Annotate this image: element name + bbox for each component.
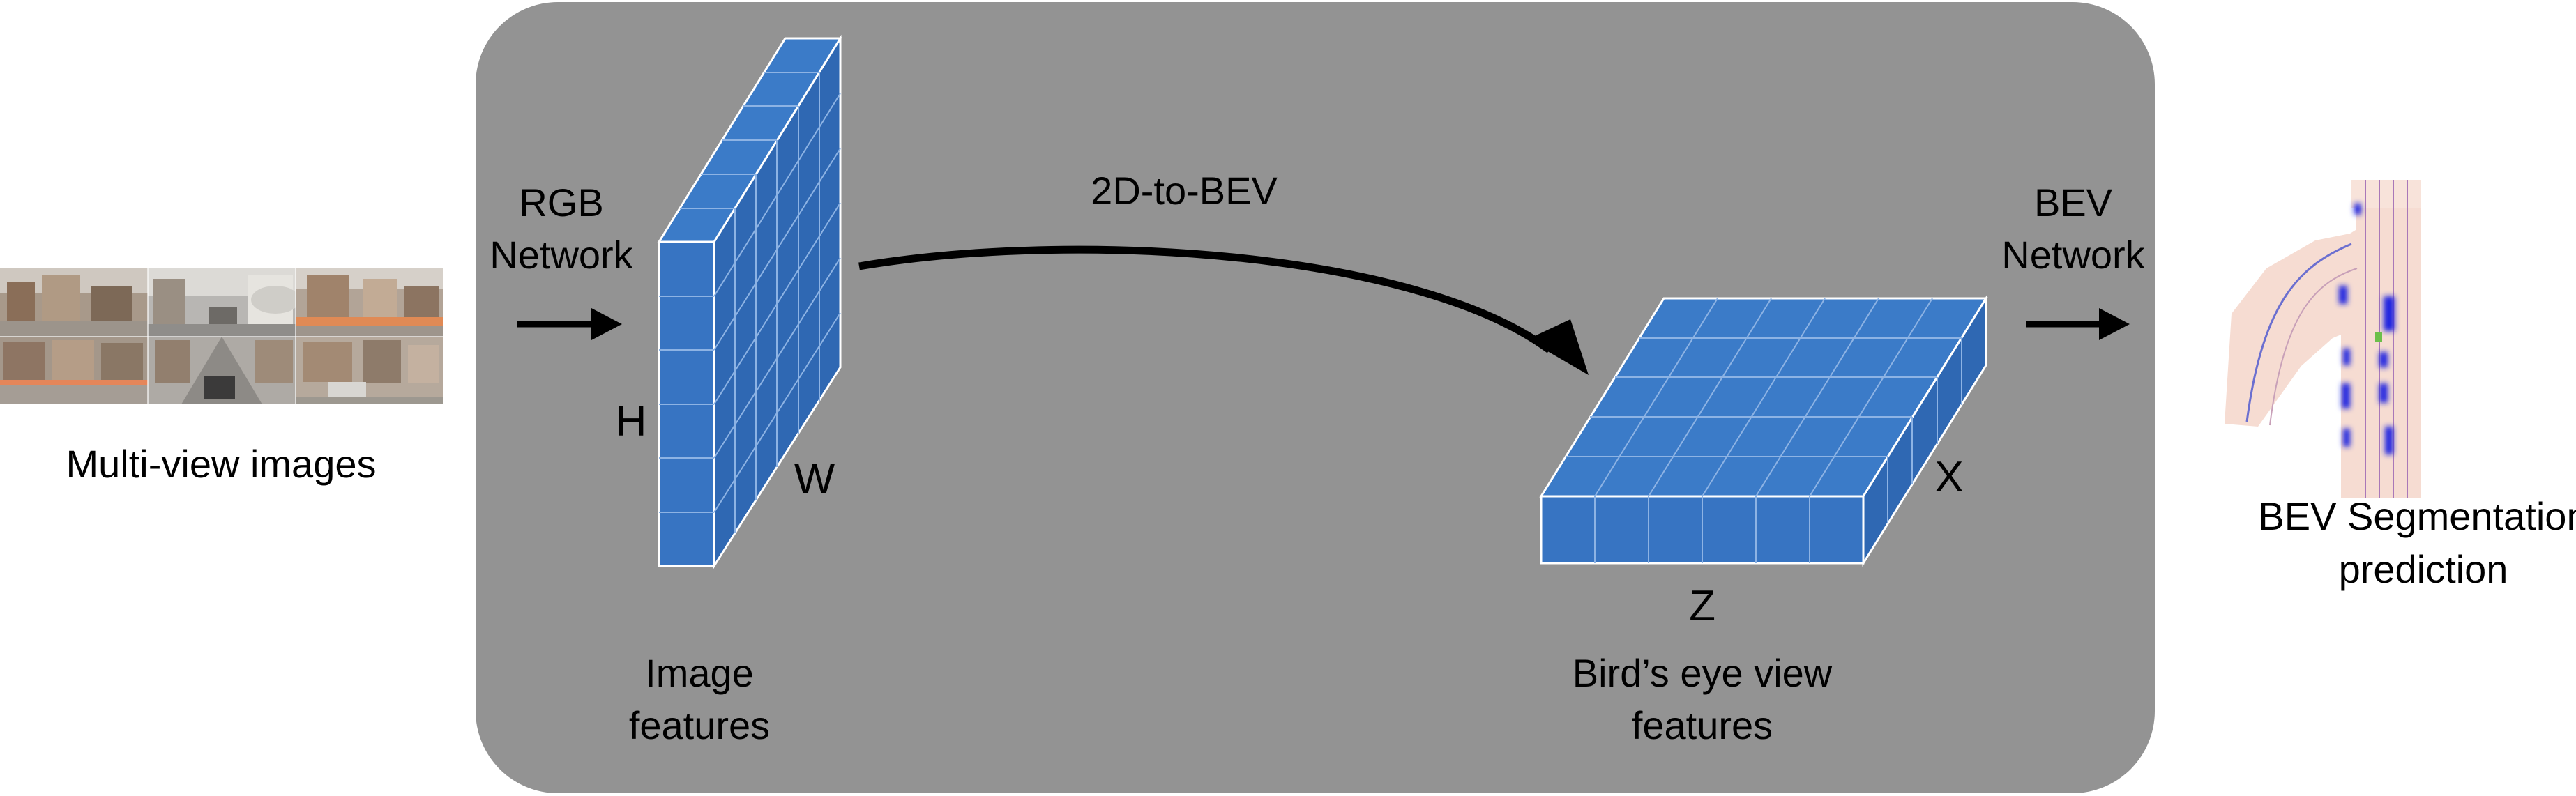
- bev-features-tensor: [1539, 294, 1988, 567]
- image-features-dim-h: H: [616, 397, 647, 445]
- bev-network-label-line2: Network: [2001, 233, 2145, 277]
- camera-view-front-right: [296, 268, 443, 337]
- image-features-tensor: [657, 34, 842, 570]
- rgb-network-label-line2: Network: [490, 233, 633, 277]
- bev-features-side-face: [1862, 294, 1987, 567]
- bev-network-arrow: [2026, 308, 2130, 340]
- bev-features-dim-z: Z: [1689, 582, 1715, 630]
- bev-network-label-line1: BEV: [2034, 181, 2113, 224]
- bev-segmentation-map: [2225, 180, 2421, 498]
- image-features-dim-w: W: [794, 455, 835, 503]
- bev-features-caption-line1: Bird’s eye view: [1573, 651, 1833, 695]
- transform-label: 2D-to-BEV: [1091, 169, 1278, 213]
- camera-view-back-right: [296, 337, 443, 404]
- rgb-network-label-line1: RGB: [519, 181, 603, 224]
- multi-view-images-caption: Multi-view images: [66, 442, 377, 486]
- camera-view-front-left: [0, 268, 148, 337]
- image-features-caption-line1: Image: [645, 651, 754, 695]
- output-caption-line2: prediction: [2339, 547, 2508, 591]
- image-features-caption-line2: features: [629, 703, 770, 747]
- camera-view-front: [148, 268, 300, 337]
- bev-features-dim-x: X: [1934, 453, 1963, 501]
- road-region: [2225, 180, 2421, 498]
- camera-view-back-left: [0, 337, 148, 404]
- transform-arrow: [858, 245, 1589, 375]
- bev-features-caption-line2: features: [1632, 703, 1773, 747]
- camera-view-back: [148, 337, 296, 404]
- multi-view-images: [0, 268, 443, 404]
- rgb-network-arrow: [517, 308, 622, 340]
- output-caption-line1: BEV Segmentation: [2258, 494, 2576, 538]
- model-panel: [476, 2, 2155, 793]
